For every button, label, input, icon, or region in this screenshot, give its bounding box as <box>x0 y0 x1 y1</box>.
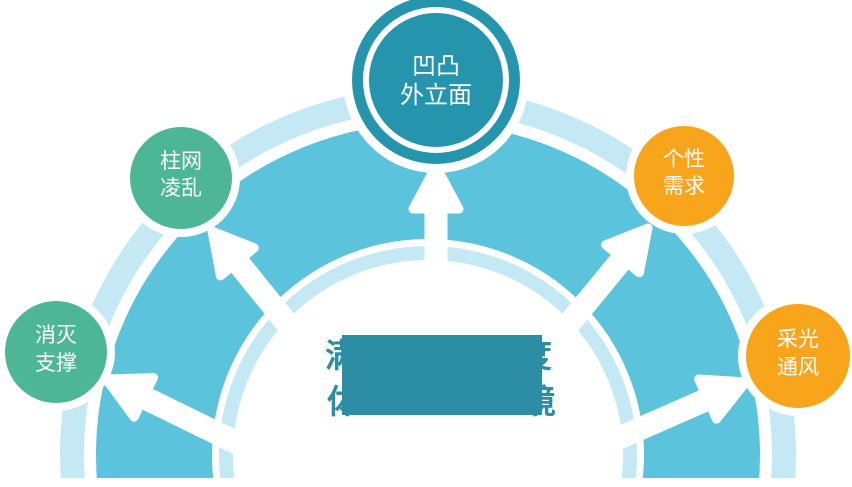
bubble-lower-left-label-line1: 消灭 <box>35 323 77 347</box>
bubble-top: 凹凸 外立面 <box>343 0 529 173</box>
bubble-lower-right-label-line2: 通风 <box>777 355 819 379</box>
bubble-upper-right-label-line1: 个性 <box>663 147 705 171</box>
arrow-lower-right-icon <box>602 374 751 453</box>
bubble-lower-left: 消灭 支撑 <box>0 293 115 411</box>
bubble-upper-right-label-line2: 需求 <box>663 174 705 198</box>
bubble-upper-left-label-line2: 凌乱 <box>160 176 202 200</box>
bubble-upper-right: 个性 需求 <box>626 118 742 234</box>
bubble-top-label-line1: 凹凸 <box>412 52 460 80</box>
center-title-group: 满 度 体 境 <box>325 335 556 421</box>
bubble-top-inner-ring <box>363 7 509 153</box>
arrow-upper-right-icon <box>558 223 653 334</box>
bubble-lower-left-label-line2: 支撑 <box>35 351 77 375</box>
bubble-lower-right-circle <box>746 304 850 408</box>
bubble-upper-left-circle <box>130 127 232 229</box>
arrow-lower-left-icon <box>101 373 245 454</box>
arch-bottom-cutoff <box>0 478 852 487</box>
bubble-upper-right-circle <box>634 126 734 226</box>
bubble-top-label-line2: 外立面 <box>400 81 472 109</box>
arrow-up-icon <box>408 161 464 283</box>
bubble-lower-right: 采光 通风 <box>738 296 852 416</box>
bubble-lower-left-circle <box>5 301 107 403</box>
arrow-upper-left-icon <box>207 226 300 336</box>
bubble-top-circle <box>352 0 520 164</box>
bubble-upper-left: 柱网 凌乱 <box>122 119 240 237</box>
bubble-upper-left-label-line1: 柱网 <box>160 149 202 173</box>
center-text-mask-rect <box>342 335 542 415</box>
bubble-lower-right-label-line1: 采光 <box>777 327 819 351</box>
